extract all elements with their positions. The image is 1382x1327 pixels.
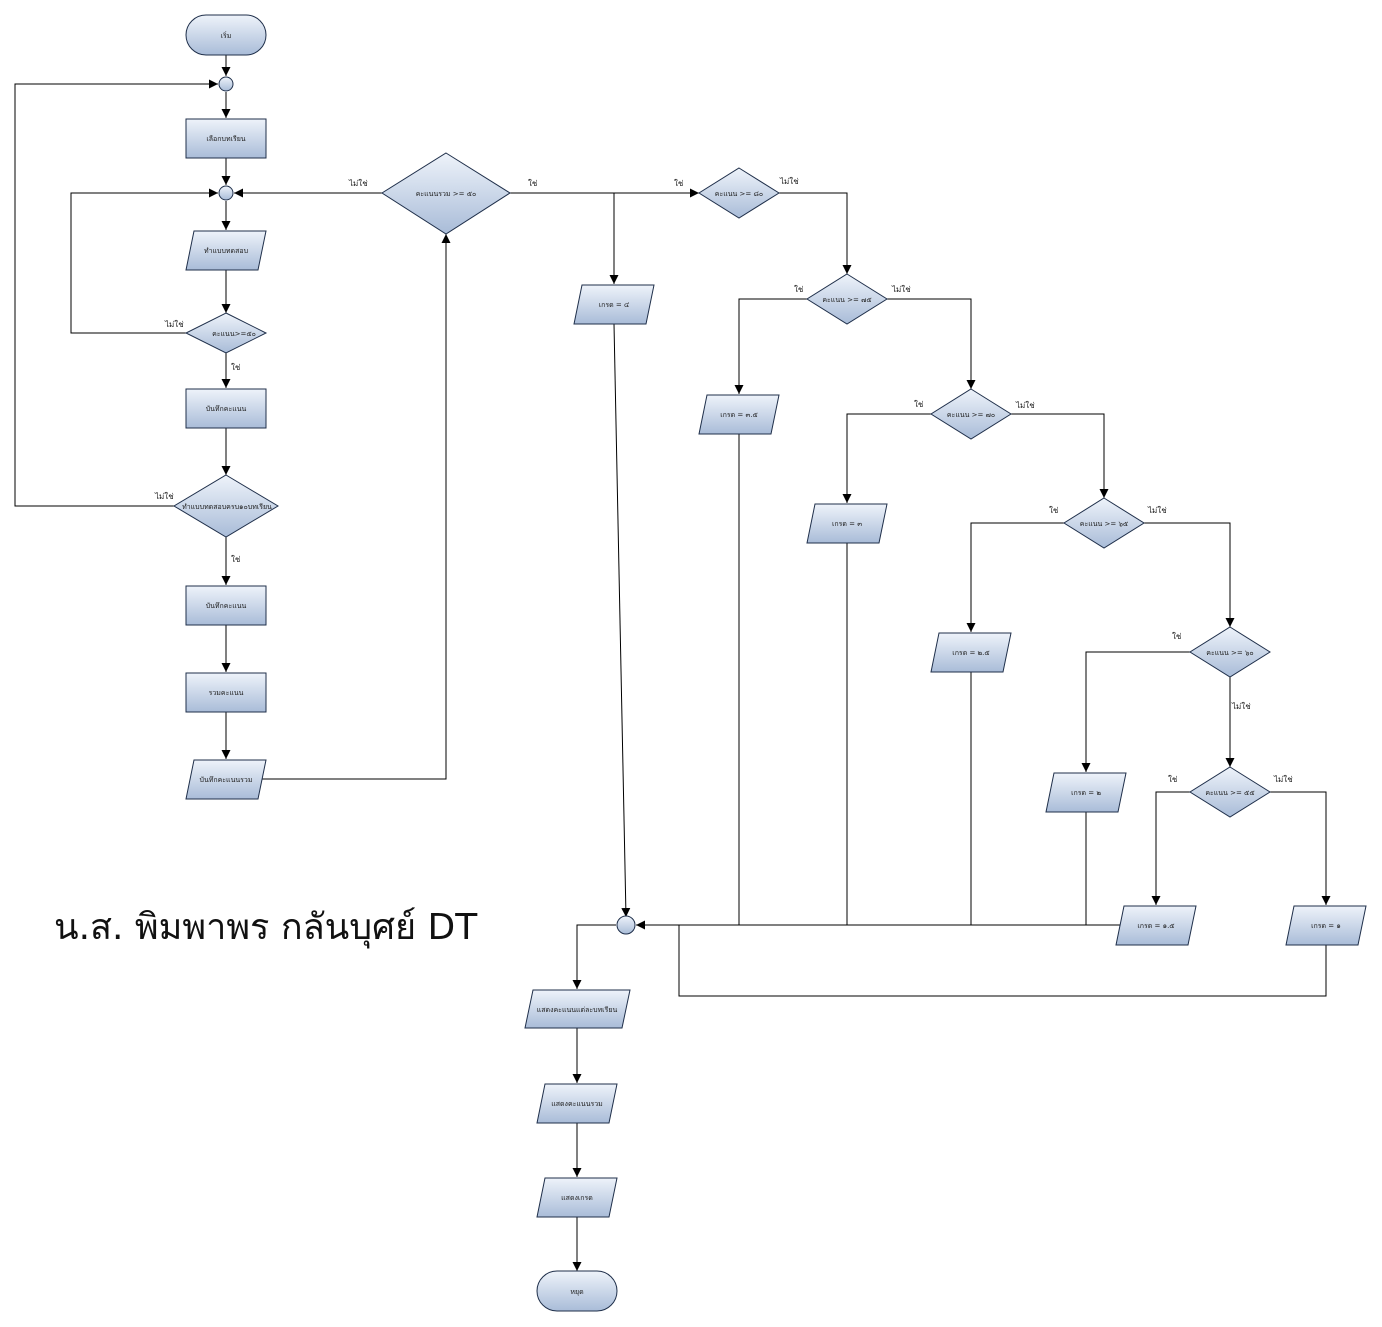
show-total-label: แสดงคะแนนรวม <box>551 1100 603 1108</box>
edge-check60-yes <box>1081 651 1190 772</box>
grade-1-label: เกรด = ๑ <box>1311 922 1341 930</box>
edge-label-yes: ใช่ <box>528 179 538 188</box>
grade-4-io: เกรด = ๔ <box>573 284 655 325</box>
save-score-process-1: บันทึกคะแนน <box>185 388 267 429</box>
check-all-lessons-label: ทำแบบทดสอบครบ๑๐บทเรียน <box>182 503 272 511</box>
grade-2-5-io: เกรด = ๒.๕ <box>930 632 1012 673</box>
edge-grade4-to-merge <box>613 323 631 918</box>
edges <box>14 55 1331 1271</box>
edge-checkall-no-loop <box>14 79 218 507</box>
show-total-io: แสดงคะแนนรวม <box>536 1083 618 1124</box>
check-total-decision: คะแนนรวม >= ๕๐ <box>381 152 511 235</box>
edge-labels: ไม่ใช่ ใช่ ไม่ใช่ ใช่ ไม่ใช่ ใช่ ใช่ ไม่… <box>154 177 1293 784</box>
check-score-decision: คะแนน>=๕๐ <box>184 312 268 354</box>
edge-merge-to-showlessons <box>572 924 616 989</box>
edge-label-yes: ใช่ <box>1172 632 1182 641</box>
edge-savetotal-to-checktotal <box>262 234 451 780</box>
edge-check-no-loop <box>70 188 218 334</box>
check-total-label: คะแนนรวม >= ๕๐ <box>416 190 477 198</box>
show-lesson-scores-io: แสดงคะแนนแต่ละบทเรียน <box>524 989 631 1029</box>
save-score-process-2: บันทึกคะแนน <box>185 585 267 626</box>
edge-label-no: ไม่ใช่ <box>779 177 799 186</box>
save-score-label: บันทึกคะแนน <box>206 404 247 413</box>
check-80-label: คะแนน >= ๘๐ <box>715 190 763 198</box>
edge-label-yes: ใช่ <box>794 285 804 294</box>
check-65-label: คะแนน >= ๖๕ <box>1080 520 1128 528</box>
grade-3-label: เกรด = ๓ <box>832 520 862 528</box>
junction-circle <box>218 76 234 92</box>
start-label: เริ่ม <box>221 31 232 40</box>
stop-terminator: หยุด <box>536 1270 618 1312</box>
save-score-label: บันทึกคะแนน <box>206 601 247 610</box>
check-60-decision: คะแนน >= ๖๐ <box>1189 626 1271 678</box>
merge-junction-circle <box>616 915 636 935</box>
grade-2-label: เกรด = ๒ <box>1071 789 1101 797</box>
stop-label: หยุด <box>570 1288 583 1296</box>
check-75-label: คะแนน >= ๗๕ <box>822 296 871 304</box>
check-55-label: คะแนน >= ๕๕ <box>1205 789 1254 797</box>
edge-label-yes: ใช่ <box>231 555 241 564</box>
edge-label-no: ไม่ใช่ <box>164 320 184 329</box>
grade-1-5-io: เกรด = ๑.๕ <box>1115 905 1197 946</box>
edge-check55-yes <box>1151 791 1190 905</box>
sum-score-label: รวมคะแนน <box>209 689 244 697</box>
edge-label-no: ไม่ใช่ <box>154 492 174 501</box>
show-grade-label: แสดงเกรด <box>561 1194 593 1202</box>
junction-circle <box>218 185 234 201</box>
grade-4-label: เกรด = ๔ <box>599 301 630 309</box>
check-65-decision: คะแนน >= ๖๕ <box>1063 497 1145 549</box>
author-name: น.ส. พิมพาพร กลันบุศย์ DT <box>54 907 478 948</box>
check-55-decision: คะแนน >= ๕๕ <box>1189 766 1271 818</box>
edge-check75-yes <box>734 298 808 394</box>
edge-check80-no <box>779 192 852 274</box>
check-70-decision: คะแนน >= ๗๐ <box>930 388 1012 440</box>
edge-label-yes: ใช่ <box>1049 506 1059 515</box>
check-80-decision: คะแนน >= ๘๐ <box>698 167 780 219</box>
edge-check75-no <box>887 298 976 389</box>
grade-2-5-label: เกรด = ๒.๕ <box>952 649 989 657</box>
edge-label-yes: ใช่ <box>1168 775 1178 784</box>
check-75-decision: คะแนน >= ๗๕ <box>806 273 888 325</box>
edge-label-no: ไม่ใช่ <box>1147 506 1167 515</box>
edge-label-yes: ใช่ <box>674 179 684 188</box>
show-grade-io: แสดงเกรด <box>536 1177 618 1218</box>
nodes: เริ่ม หยุด เลือกบทเรียน บันทึกคะแนน บันท… <box>173 14 1367 1312</box>
grade-1-5-label: เกรด = ๑.๕ <box>1137 922 1174 930</box>
show-lesson-scores-label: แสดงคะแนนแต่ละบทเรียน <box>537 1006 618 1014</box>
do-test-io: ทำแบบทดสอบ <box>185 230 267 271</box>
select-lesson-label: เลือกบทเรียน <box>206 135 245 143</box>
check-all-lessons-decision: ทำแบบทดสอบครบ๑๐บทเรียน <box>173 474 279 538</box>
edge-check70-yes <box>842 413 932 503</box>
grade-1-io: เกรด = ๑ <box>1285 905 1367 946</box>
save-total-io: บันทึกคะแนนรวม <box>185 759 267 800</box>
check-70-label: คะแนน >= ๗๐ <box>947 411 995 419</box>
grade-3-5-label: เกรด = ๓.๕ <box>720 411 758 419</box>
edge-check55-no <box>1270 791 1331 905</box>
edge-label-no: ไม่ใช่ <box>1273 775 1293 784</box>
edge-check65-no <box>1144 522 1235 627</box>
select-lesson-process: เลือกบทเรียน <box>185 118 267 159</box>
save-total-label: บันทึกคะแนนรวม <box>200 775 253 784</box>
check-score-label: คะแนน>=๕๐ <box>212 330 256 338</box>
grade-3-io: เกรด = ๓ <box>806 503 888 544</box>
edge-label-yes: ใช่ <box>231 363 241 372</box>
edge-grade1-to-merge <box>678 925 1327 997</box>
edge-check70-no <box>1011 413 1109 498</box>
edge-label-yes: ใช่ <box>914 400 924 409</box>
grade-2-io: เกรด = ๒ <box>1045 772 1127 813</box>
edge-label-no: ไม่ใช่ <box>1231 702 1251 711</box>
edge-label-no: ไม่ใช่ <box>1015 401 1035 410</box>
edge-label-no: ไม่ใช่ <box>348 179 368 188</box>
start-terminator: เริ่ม <box>185 14 267 56</box>
edge-check65-yes <box>966 522 1064 632</box>
edge-label-no: ไม่ใช่ <box>891 285 911 294</box>
do-test-label: ทำแบบทดสอบ <box>204 247 248 255</box>
grade-3-5-io: เกรด = ๓.๕ <box>698 394 780 435</box>
check-60-label: คะแนน >= ๖๐ <box>1206 649 1253 657</box>
sum-score-process: รวมคะแนน <box>185 672 267 713</box>
